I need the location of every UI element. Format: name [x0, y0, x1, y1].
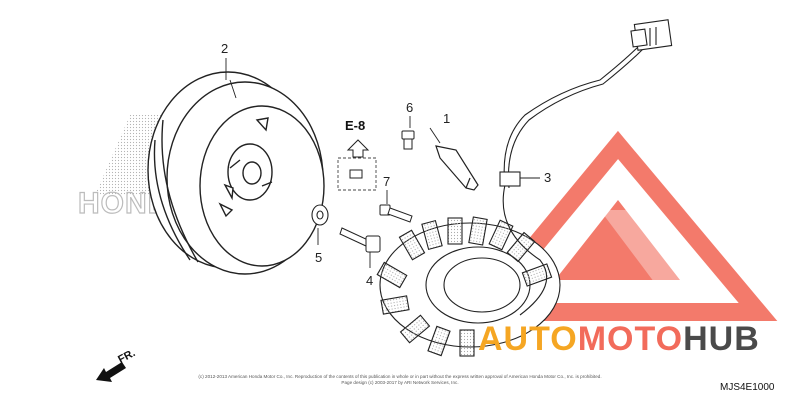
callout-1[interactable]: 1 — [443, 111, 450, 126]
front-direction-indicator: FR. — [96, 347, 137, 382]
callout-7[interactable]: 7 — [383, 174, 390, 189]
callout-3[interactable]: 3 — [544, 170, 551, 185]
reference-e8[interactable]: E-8 — [337, 118, 377, 191]
copyright-line-2: Page design (c) 2003-2017 by ARI Network… — [341, 380, 458, 385]
front-arrow-icon — [96, 362, 126, 382]
bolt-6 — [401, 130, 415, 150]
callout-6[interactable]: 6 — [406, 100, 413, 115]
copyright-line-1: (c) 2012-2013 American Honda Motor Co., … — [198, 374, 601, 379]
watermark-auto: AUTO — [478, 320, 578, 358]
watermark-hub: HUB — [683, 320, 760, 358]
callout-5[interactable]: 5 — [315, 250, 322, 265]
washer-5 — [311, 204, 329, 226]
wire-clamp-1 — [435, 145, 479, 191]
callout-4[interactable]: 4 — [366, 273, 373, 288]
callout-2[interactable]: 2 — [221, 41, 228, 56]
reference-label[interactable]: E-8 — [345, 118, 365, 133]
watermark-word: AUTOMOTOHUB — [478, 320, 760, 358]
bolt-4 — [339, 227, 381, 253]
diagram-code: MJS4E1000 — [720, 382, 775, 393]
stator-coil — [376, 216, 561, 357]
wire-connector — [630, 19, 673, 51]
front-label: FR. — [116, 347, 137, 366]
up-arrow-icon — [346, 139, 370, 158]
flywheel-rotor — [147, 71, 325, 275]
watermark-moto: MOTO — [578, 320, 683, 358]
stator-wire-harness — [499, 19, 673, 316]
bolt-7 — [379, 204, 413, 223]
automotohub-logo — [460, 130, 778, 321]
